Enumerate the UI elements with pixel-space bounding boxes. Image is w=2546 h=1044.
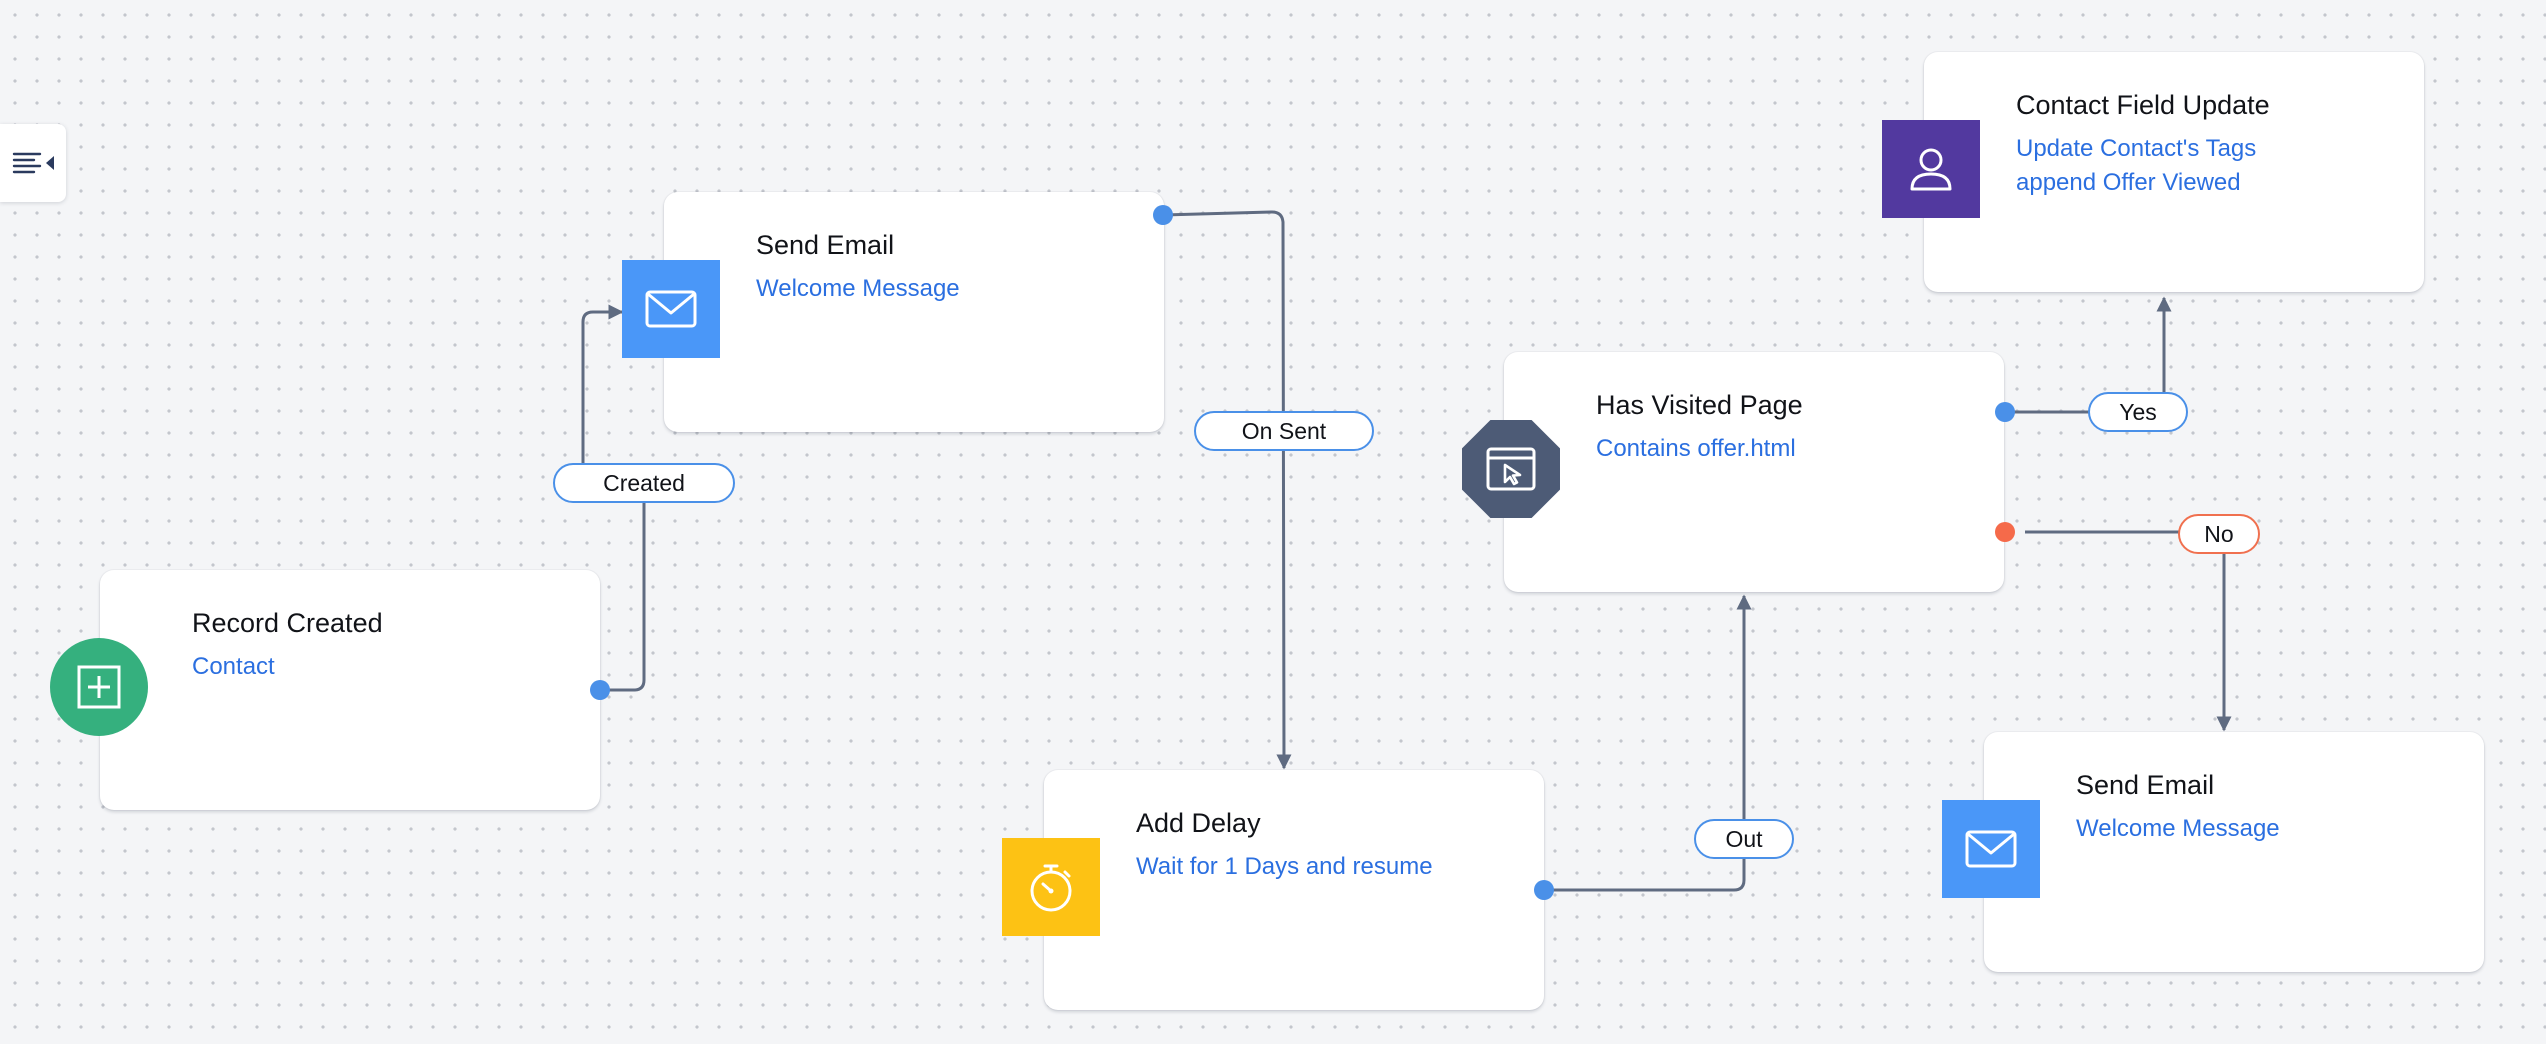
node-contact-field-update[interactable]: Contact Field Update Update Contact's Ta… — [1924, 52, 2424, 292]
panel-toggle-button[interactable] — [0, 124, 66, 202]
node-title: Contact Field Update — [2016, 90, 2270, 120]
node-subtitle-line1[interactable]: Update Contact's Tags — [2016, 135, 2257, 162]
envelope-icon — [1965, 830, 2017, 868]
node-send-email[interactable]: Send Email Welcome Message — [664, 192, 1164, 432]
node-title: Has Visited Page — [1596, 390, 1803, 420]
user-icon-badge — [1882, 120, 1980, 218]
node-add-delay[interactable]: Add Delay Wait for 1 Days and resume — [1044, 770, 1544, 1010]
user-icon — [1910, 148, 1952, 191]
edge-delay-to-visited — [1544, 594, 1752, 892]
output-port[interactable] — [1153, 205, 1173, 225]
browser-cursor-icon — [1486, 447, 1536, 491]
node-subtitle[interactable]: Welcome Message — [2076, 815, 2280, 842]
node-record-created[interactable]: Record Created Contact — [100, 570, 600, 810]
email-icon-badge — [1942, 800, 2040, 898]
edge-label-out[interactable]: Out — [1694, 819, 1794, 859]
edge-email-to-delay — [1162, 210, 1292, 770]
list-collapse-icon — [12, 152, 54, 174]
envelope-icon — [645, 290, 697, 328]
edge-label-yes[interactable]: Yes — [2088, 392, 2188, 432]
output-port[interactable] — [590, 680, 610, 700]
node-subtitle[interactable]: Contains offer.html — [1596, 435, 1796, 462]
stopwatch-icon — [1030, 864, 1072, 912]
output-port[interactable] — [1534, 880, 1554, 900]
node-title: Record Created — [192, 608, 383, 638]
node-send-email-2[interactable]: Send Email Welcome Message — [1984, 732, 2484, 972]
edge-label-created[interactable]: Created — [553, 463, 735, 503]
node-subtitle[interactable]: Welcome Message — [756, 275, 960, 302]
yes-output-port[interactable] — [1995, 402, 2015, 422]
node-title: Send Email — [2076, 770, 2215, 800]
node-subtitle[interactable]: Wait for 1 Days and resume — [1136, 853, 1433, 880]
node-has-visited-page[interactable]: Has Visited Page Contains offer.html — [1504, 352, 2004, 592]
edge-label-on-sent[interactable]: On Sent — [1194, 411, 1374, 451]
trigger-icon-badge — [50, 638, 148, 736]
node-title: Add Delay — [1136, 808, 1261, 838]
edge-label-no[interactable]: No — [2178, 514, 2260, 554]
delay-icon-badge — [1002, 838, 1100, 936]
email-icon-badge — [622, 260, 720, 358]
node-title: Send Email — [756, 230, 895, 260]
node-subtitle[interactable]: Contact — [192, 653, 275, 680]
node-subtitle-line2[interactable]: append Offer Viewed — [2016, 169, 2241, 196]
edge-visited-to-email2 — [2025, 530, 2232, 732]
no-output-port[interactable] — [1995, 522, 2015, 542]
condition-icon-badge — [1462, 420, 1560, 518]
plus-square-icon — [77, 665, 121, 709]
